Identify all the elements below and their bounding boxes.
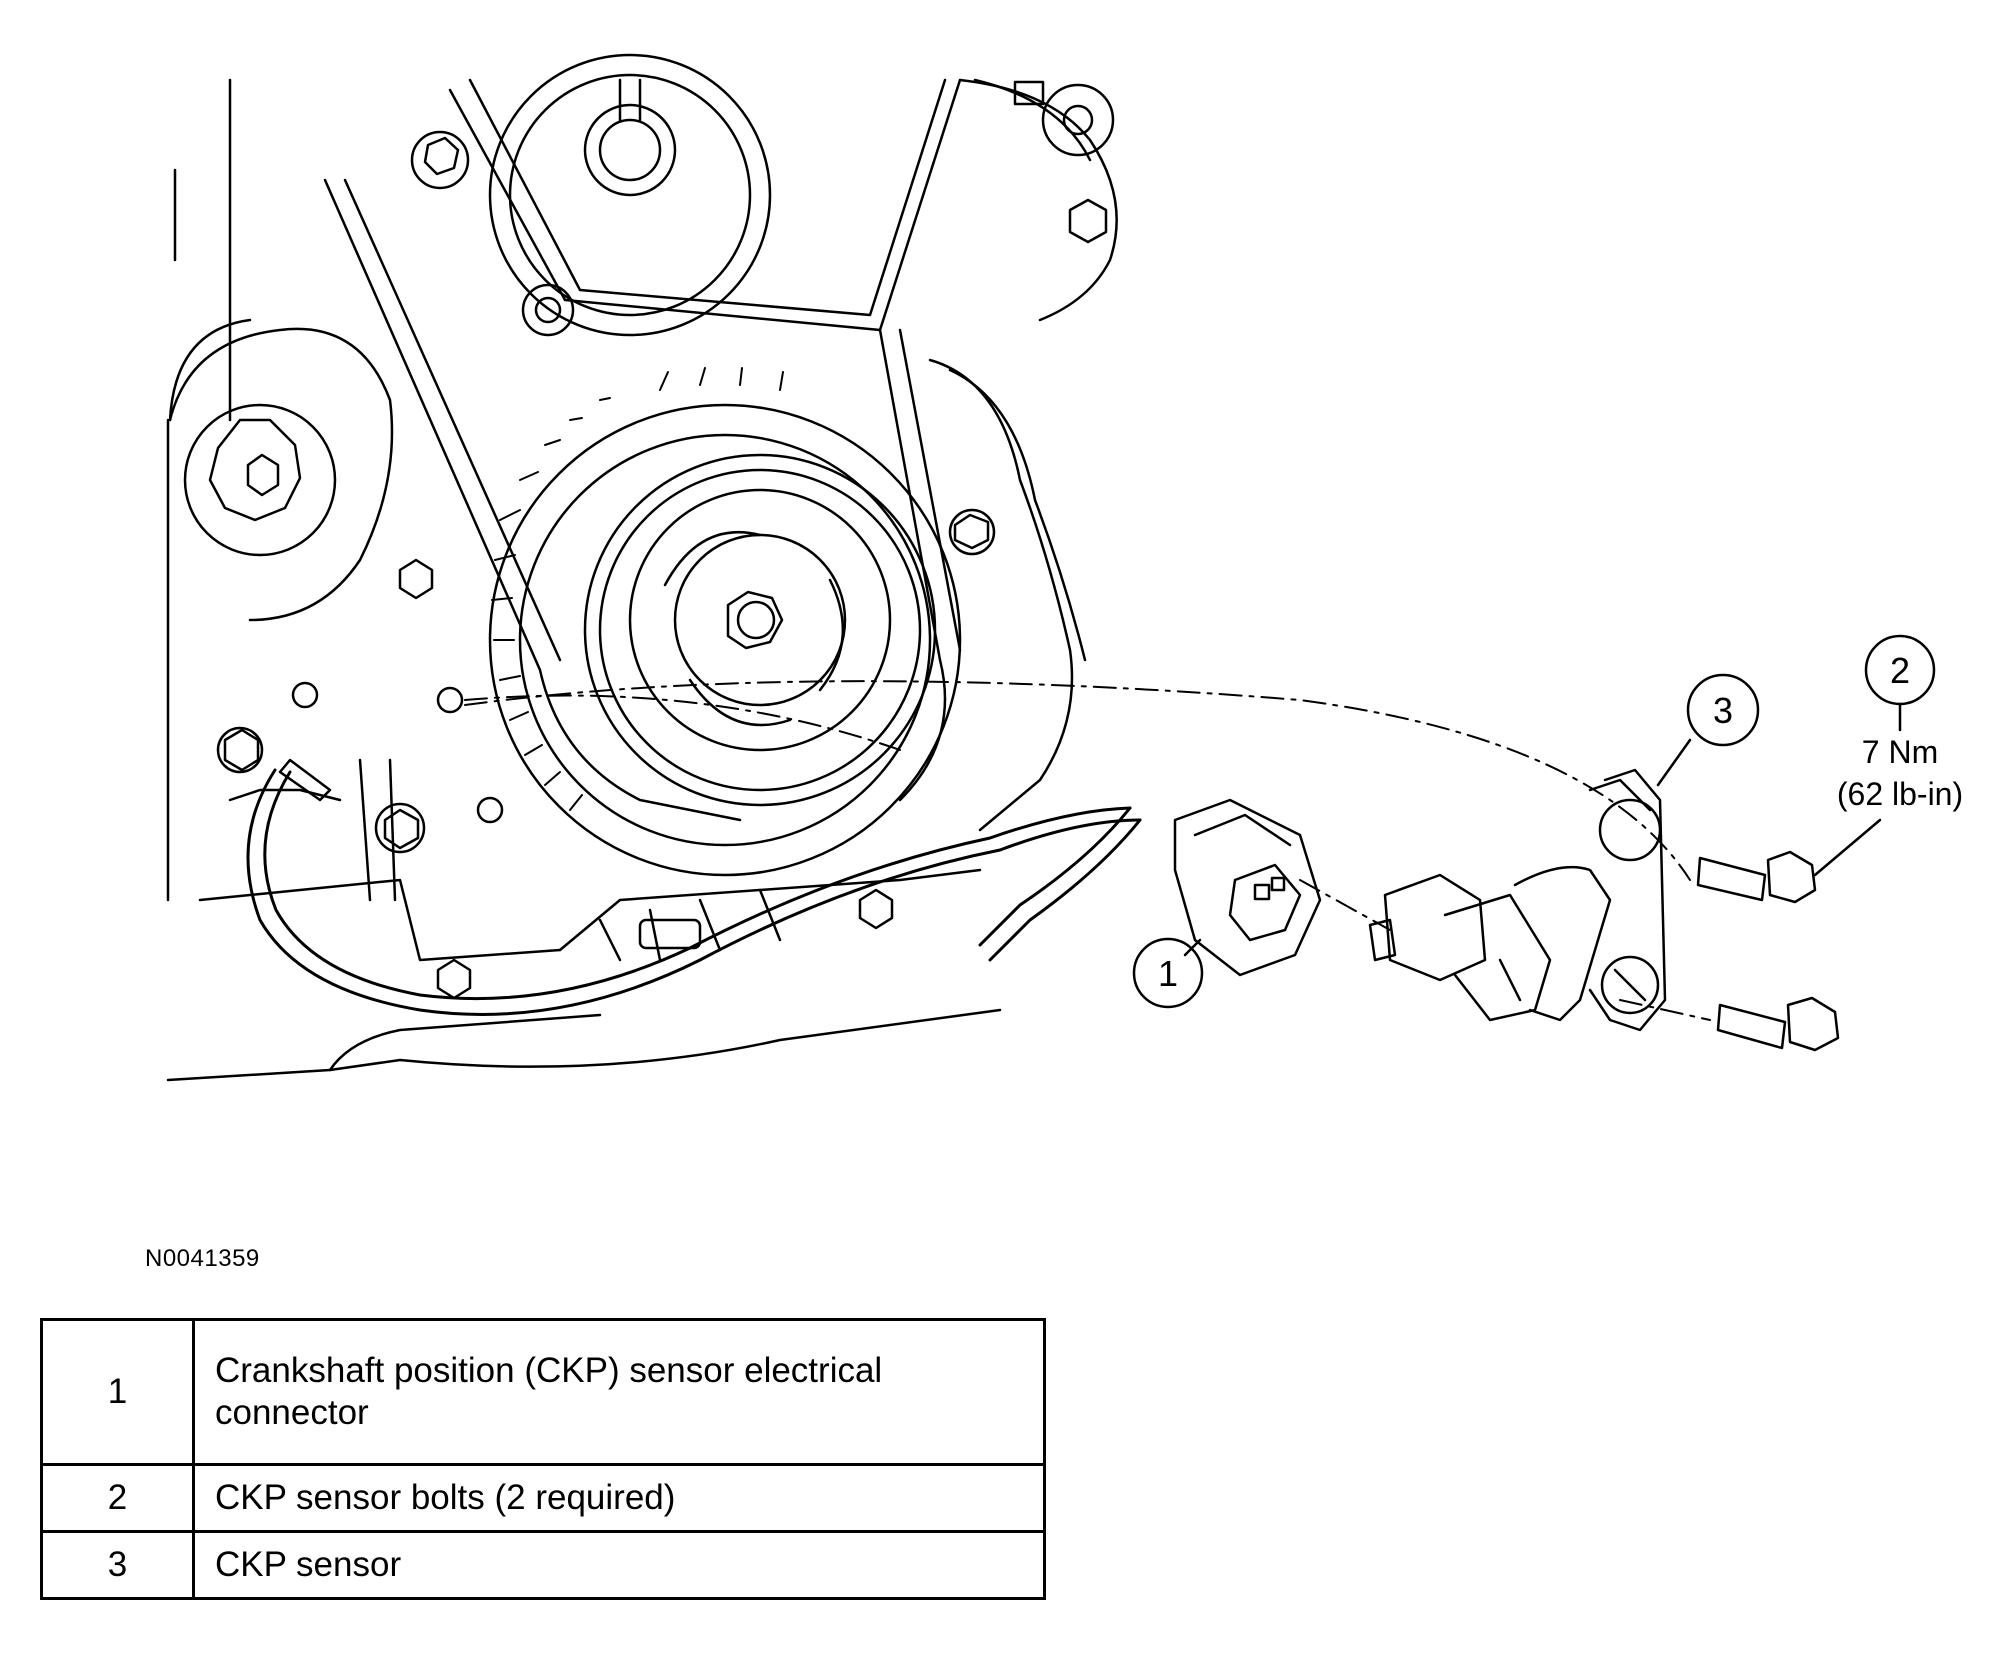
callout-3: 3 [1656,673,1760,787]
engine-front-illustration: 1 3 2 7 Nm (62 lb-in) [166,53,1963,1082]
legend-number: 2 [40,1463,195,1533]
ckp-sensor [1368,768,1667,1032]
ckp-sensor-bolts [1696,850,1840,1052]
wiring-harness [246,758,1142,1016]
upper-right-pulley [958,78,1118,322]
figure-id: N0041359 [145,1245,260,1272]
reluctor-teeth [491,367,784,811]
left-pulley [168,327,394,622]
legend-description: CKP sensor [192,1530,1046,1600]
legend-description: Crankshaft position (CKP) sensor electri… [192,1318,1046,1466]
legend-description: CKP sensor bolts (2 required) [192,1463,1046,1533]
engine-block [166,78,1002,1082]
upper-bolt [410,130,575,337]
crankshaft-pulley [488,403,962,877]
upper-idler-pulley [488,53,772,337]
legend-row: 1 Crankshaft position (CKP) sensor elect… [40,1318,1046,1466]
callout-1: 1 [1132,937,1204,1009]
legend-number: 3 [40,1530,195,1600]
callout-2-label: 2 [1890,650,1910,691]
legend-table: 1 Crankshaft position (CKP) sensor elect… [40,1318,1046,1600]
alignment-lines [464,680,1711,1021]
block-bolts [216,558,894,1000]
lower-details [228,758,782,962]
torque-lbin: (62 lb-in) [1837,776,1963,812]
ckp-electrical-connector [1173,798,1322,977]
legend-row: 2 CKP sensor bolts (2 required) [40,1463,1046,1533]
callout-1-label: 1 [1158,953,1178,994]
torque-nm: 7 Nm [1862,734,1938,770]
timing-cover [928,358,1087,832]
legend-row: 3 CKP sensor [40,1530,1046,1600]
legend-number: 1 [40,1318,195,1466]
callout-2: 2 7 Nm (62 lb-in) [1813,634,1963,877]
callout-3-label: 3 [1713,690,1733,731]
